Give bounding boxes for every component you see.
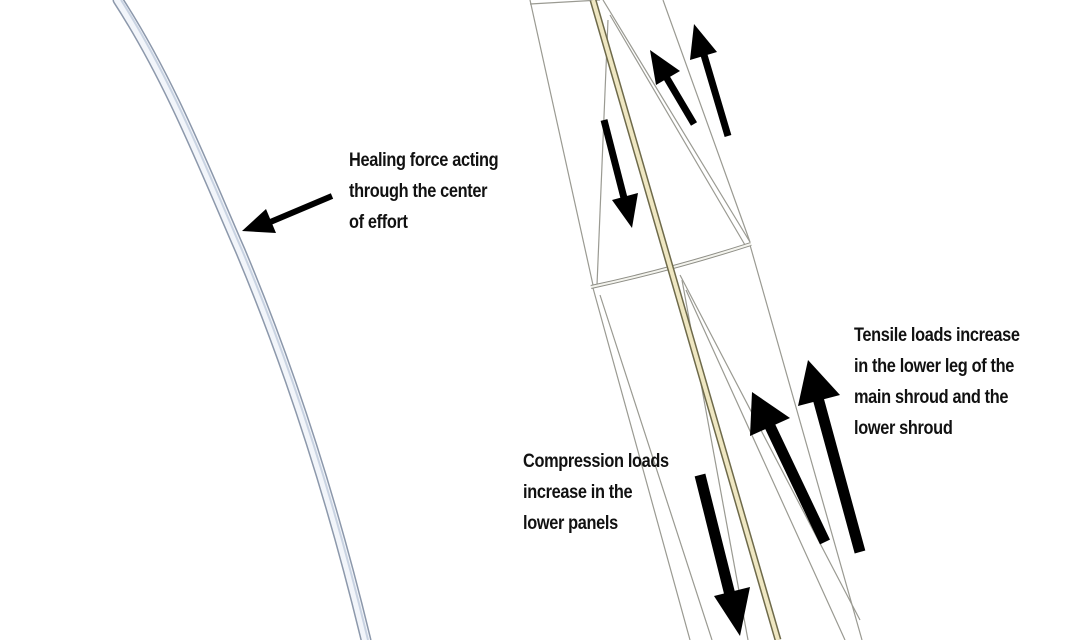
shroud-upper-left — [529, 0, 594, 286]
lower-tension-arrow-left — [750, 392, 830, 545]
compression-loads-line-1: Compression loads — [523, 451, 669, 472]
upper-tension-arrow-right — [690, 24, 732, 137]
panel-top-edge — [529, 0, 601, 5]
upper-diagonal-c — [609, 14, 746, 246]
rigging-lines — [529, 0, 863, 640]
lower-diagonal-a — [679, 274, 861, 621]
upper-compression-arrow — [600, 119, 638, 228]
heeling-force-label: Healing force acting through the center … — [349, 145, 499, 238]
compression-loads-line-2: increase in the — [523, 482, 633, 503]
shroud-lower-right — [749, 244, 863, 640]
tensile-loads-line-3: main shroud and the — [854, 387, 1009, 408]
heeling-force-arrow — [242, 193, 334, 233]
upper-tension-arrow-left — [650, 50, 698, 126]
heeling-force-line-1: Healing force acting — [349, 150, 499, 171]
mast — [589, 0, 782, 640]
shroud-lower-left — [592, 287, 691, 640]
compression-loads-label: Compression loads increase in the lower … — [523, 446, 669, 539]
lower-tension-arrow-right — [798, 360, 866, 554]
lower-diagonal-d — [599, 294, 713, 640]
tensile-loads-line-4: lower shroud — [854, 418, 953, 439]
tensile-loads-line-2: in the lower leg of the — [854, 356, 1015, 377]
heeling-force-line-3: of effort — [349, 212, 408, 233]
lower-diagonal-c — [685, 289, 846, 640]
tensile-loads-label: Tensile loads increase in the lower leg … — [854, 320, 1020, 444]
shroud-upper-right — [662, 0, 751, 243]
tensile-loads-line-1: Tensile loads increase — [854, 325, 1020, 346]
force-arrows — [242, 24, 866, 636]
upper-diagonal-b — [596, 19, 609, 286]
heeled-mast-curve — [112, 0, 372, 640]
heeling-force-line-2: through the center — [349, 181, 488, 202]
upper-diagonal-a — [602, 0, 751, 243]
lower-compression-arrow — [694, 473, 750, 636]
compression-loads-line-3: lower panels — [523, 513, 618, 534]
